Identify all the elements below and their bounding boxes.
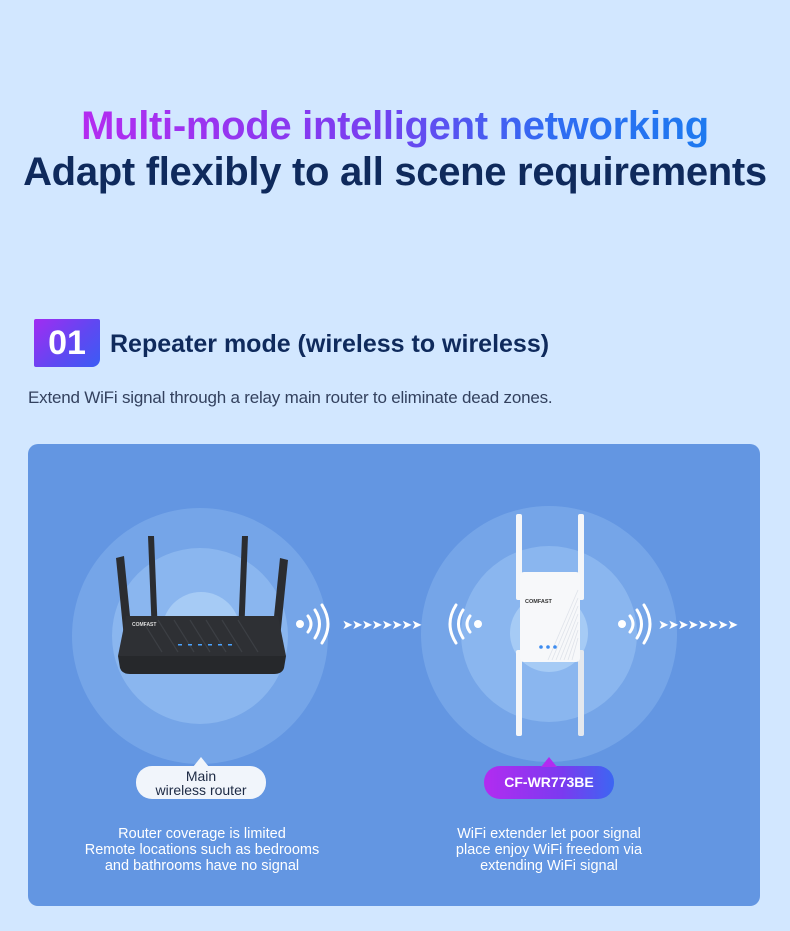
wifi-signal-left-icon: [448, 603, 482, 645]
router-brand: COMFAST: [132, 622, 156, 628]
extender-caption-line: WiFi extender let poor signal: [457, 826, 641, 842]
headline-line-2: Adapt flexibly to all scene requirements: [23, 150, 767, 194]
arrow-chain-icon-2: ➤➤➤➤➤➤➤➤: [658, 617, 738, 632]
router-caption-line: Remote locations such as bedrooms: [84, 842, 320, 858]
router-caption-line: and bathrooms have no signal: [104, 858, 300, 874]
extender-caption: WiFi extender let poor signal place enjo…: [429, 826, 669, 874]
router-caption-line: Router coverage is limited: [118, 826, 286, 842]
headline-line-1: Multi-mode intelligent networking: [81, 104, 709, 148]
router-icon: COMFAST: [116, 536, 288, 674]
headline: Multi-mode intelligent networking Adapt …: [0, 103, 790, 195]
mode-description: Extend WiFi signal through a relay main …: [28, 388, 553, 407]
extender-caption-line: extending WiFi signal: [480, 858, 618, 874]
mode-title: Repeater mode (wireless to wireless): [110, 330, 550, 358]
main-router-label-line1: Main: [185, 768, 217, 784]
extender-model-label: CF-WR773BE: [484, 757, 614, 799]
arrow-chain-icon: ➤➤➤➤➤➤➤➤: [342, 617, 422, 632]
router-caption: Router coverage is limited Remote locati…: [72, 826, 332, 874]
main-router-label-line2: wireless router: [155, 782, 247, 798]
wifi-signal-right-icon-2: [618, 603, 652, 645]
extender-caption-line: place enjoy WiFi freedom via: [455, 842, 643, 858]
extender-brand: COMFAST: [525, 599, 553, 605]
main-router-label: Main wireless router: [136, 757, 266, 799]
mode-number-badge: 01: [34, 319, 100, 367]
extender-icon: COMFAST: [516, 514, 584, 736]
wifi-signal-right-icon: [296, 603, 330, 645]
repeater-diagram-panel: COMFAST ➤➤➤➤➤➤➤➤ COM: [28, 444, 760, 906]
